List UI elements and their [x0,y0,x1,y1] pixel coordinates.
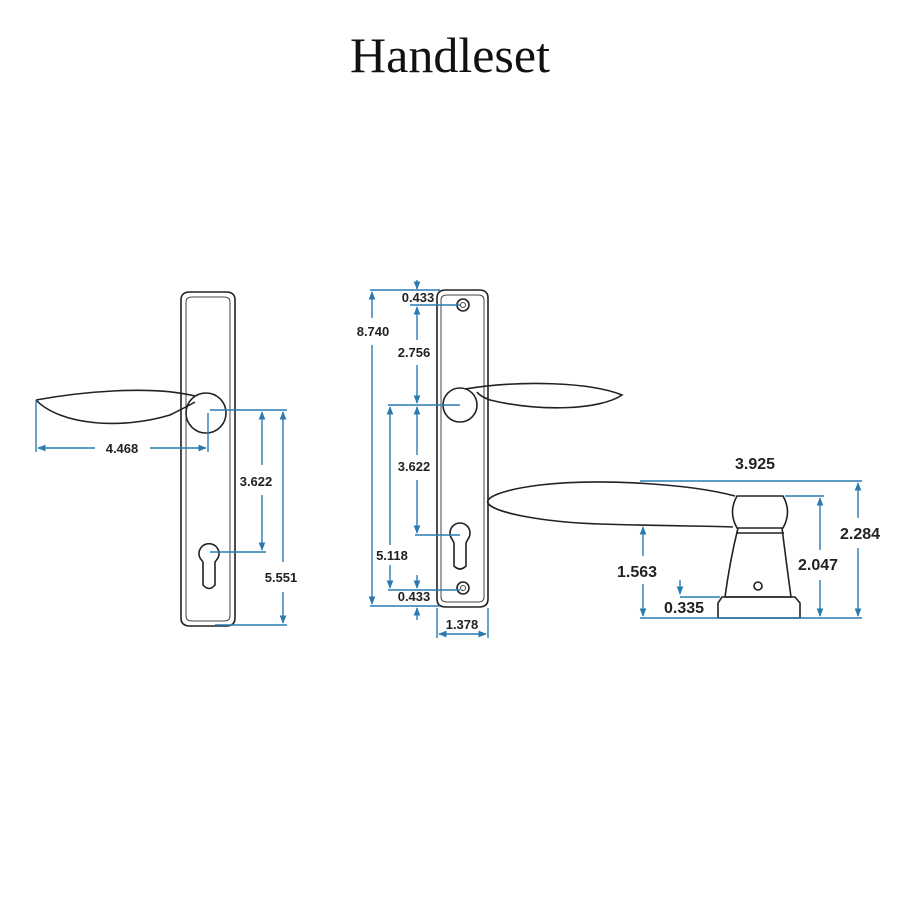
page-title: Handleset [350,27,550,83]
front-view: 4.468 3.622 5.551 [35,291,298,627]
keyhole [198,542,220,590]
dim-base-height: 0.335 [664,600,704,617]
back-view: 8.740 0.433 2.756 3.622 5.118 0.433 1.37… [357,280,624,638]
dim-bottom-screw-offset: 0.433 [398,589,431,604]
dim-lever-to-bottom: 5.551 [265,570,298,585]
dim-screw-to-lever: 2.756 [398,345,431,360]
bottom-screw [456,581,470,595]
rose-neck [724,527,792,598]
side-view: 3.925 2.284 2.047 1.563 0.335 [486,456,880,619]
dim-plate-width: 1.378 [446,617,479,632]
dim-lever-to-bottom-screw: 5.118 [376,548,408,563]
dim-rose-height: 2.047 [798,557,838,574]
dim-top-screw-offset: 0.433 [402,290,435,305]
dim-lever-projection: 3.925 [735,456,775,473]
set-screw [753,581,763,591]
lever-handle [486,481,736,528]
dim-overall-height: 2.284 [840,526,880,543]
lever-handle [35,389,196,425]
keyhole [449,522,471,570]
backplate [180,291,236,627]
dim-lever-to-keyhole: 3.622 [240,474,273,489]
backplate [436,289,489,608]
lever-handle [464,382,624,409]
rose-knob [731,495,789,529]
dim-overall-height: 8.740 [357,324,390,339]
dim-lever-clearance: 1.563 [617,564,657,581]
dim-lever-length: 4.468 [106,441,139,456]
rose-base [717,596,801,619]
dim-lever-to-keyhole: 3.622 [398,459,431,474]
lever-rose [185,392,227,434]
